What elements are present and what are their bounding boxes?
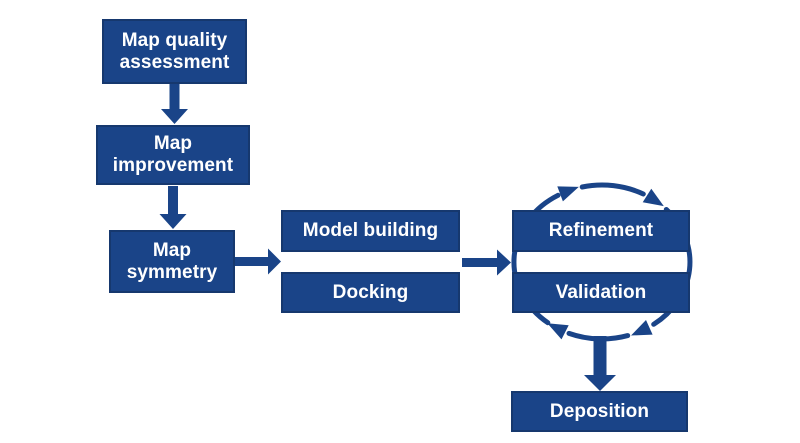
cycle-arrowhead-top-right xyxy=(642,188,664,207)
node-refinement: Refinement xyxy=(512,210,690,252)
node-deposition: Deposition xyxy=(511,391,688,432)
node-map-quality-assessment: Map quality assessment xyxy=(102,19,247,84)
arrow-cycle-to-deposition xyxy=(584,336,616,391)
cycle-arrowhead-top-left xyxy=(557,186,579,202)
node-validation: Validation xyxy=(512,272,690,313)
node-map-improvement: Map improvement xyxy=(96,125,250,185)
node-map-symmetry: Map symmetry xyxy=(109,230,235,293)
arrow-building-to-refinement-group xyxy=(462,249,511,276)
cycle-arrowhead-bottom-left xyxy=(547,323,569,340)
cycle-arrowhead-bottom-right xyxy=(631,320,653,336)
refinement-validation-cycle-arc xyxy=(511,182,693,342)
node-docking: Docking xyxy=(281,272,460,313)
arrow-improvement-to-symmetry xyxy=(159,186,187,229)
arrow-symmetry-to-building-group xyxy=(235,248,281,275)
arrow-quality-to-improvement xyxy=(161,83,188,124)
node-model-building: Model building xyxy=(281,210,460,252)
